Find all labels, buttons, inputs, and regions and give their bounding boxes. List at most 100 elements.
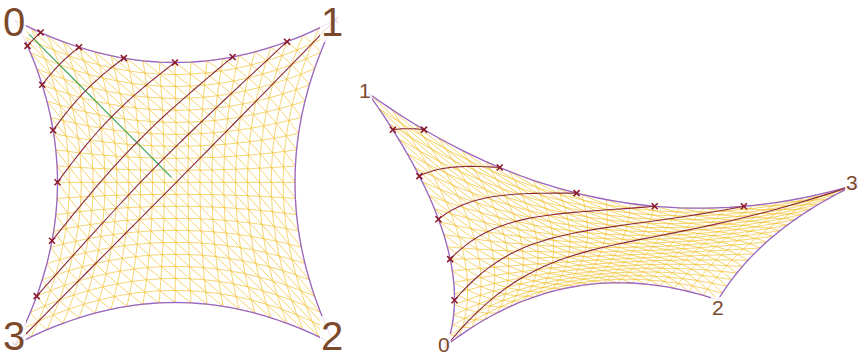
mesh-line: [391, 109, 722, 293]
support-mark: [50, 127, 56, 133]
support-mark: [38, 30, 44, 36]
mesh-line: [415, 124, 727, 286]
support-mark: [741, 203, 747, 209]
support-mark: [574, 190, 580, 196]
flat-mesh: [12, 17, 338, 348]
support-mark: [34, 293, 40, 299]
cutting-line: [53, 58, 124, 130]
geodesic-line: [29, 34, 171, 177]
support-mark: [172, 60, 178, 66]
mesh-line: [295, 20, 335, 345]
corner-number: 0: [437, 334, 451, 355]
support-mark: [25, 43, 31, 49]
mesh-line: [454, 315, 485, 320]
boundary-cable: [15, 20, 58, 345]
mesh-line: [454, 260, 748, 283]
support-mark: [390, 127, 396, 133]
support-mark: [452, 297, 458, 303]
support-mark: [741, 203, 747, 209]
boundary-cable: [15, 20, 335, 63]
mesh-line: [15, 20, 335, 63]
cutting-line: [447, 185, 855, 345]
mesh-line: [718, 185, 855, 300]
corner-number: 1: [358, 80, 372, 101]
cutting-line: [439, 193, 577, 219]
corner-number: 0: [2, 2, 26, 42]
support-mark: [49, 238, 55, 244]
support-mark: [452, 297, 458, 303]
support-mark: [76, 44, 82, 50]
corner-number: 2: [320, 316, 344, 356]
support-mark: [421, 127, 427, 133]
cutting-line: [15, 20, 335, 345]
cutting-line: [42, 47, 79, 85]
support-mark: [436, 216, 442, 222]
support-mark: [652, 203, 658, 209]
support-mark: [447, 256, 453, 262]
boundary-cable: [368, 93, 455, 345]
cutting-line: [393, 129, 424, 130]
support-mark: [416, 173, 422, 179]
cutting-line: [419, 166, 499, 176]
support-mark: [421, 127, 427, 133]
saddle-mesh: [368, 93, 858, 348]
mesh-line: [450, 259, 549, 292]
corner-number: 1: [320, 2, 344, 42]
support-mark: [38, 30, 44, 36]
support-mark: [574, 190, 580, 196]
mesh-line: [454, 282, 523, 301]
cutting-line: [450, 206, 655, 259]
support-mark: [284, 39, 290, 45]
cutting-line: [455, 206, 744, 300]
mesh-line: [415, 168, 811, 228]
boundary-cable: [718, 185, 855, 300]
mesh-line: [15, 303, 335, 346]
cutting-line: [37, 42, 287, 296]
support-mark: [121, 55, 127, 61]
corner-number: 2: [711, 297, 725, 318]
mesh-line: [439, 222, 590, 285]
mesh-line: [407, 153, 819, 223]
mesh-line: [689, 198, 805, 292]
mesh-line: [368, 93, 455, 345]
support-mark: [50, 127, 56, 133]
support-mark: [390, 127, 396, 133]
mesh-line: [15, 20, 335, 345]
mesh-line: [368, 93, 718, 300]
boundary-cable: [15, 303, 335, 346]
support-mark: [55, 179, 61, 185]
mesh-line: [454, 272, 732, 315]
support-mark: [230, 54, 236, 60]
boundary-cable: [368, 93, 855, 208]
mesh-line: [447, 283, 718, 345]
support-mark: [497, 165, 503, 171]
corner-number: 3: [2, 316, 26, 356]
support-mark: [447, 256, 453, 262]
mesh-line: [444, 235, 577, 287]
mesh-line: [655, 206, 788, 225]
mesh-line: [15, 20, 58, 345]
corner-number: 3: [845, 172, 859, 193]
support-mark: [76, 44, 82, 50]
support-mark: [230, 54, 236, 60]
mesh-line: [450, 279, 722, 335]
boundary-cable: [447, 283, 718, 345]
support-mark: [25, 43, 31, 49]
support-mark: [55, 179, 61, 185]
support-mark: [121, 55, 127, 61]
mesh-line: [606, 200, 774, 237]
mesh-line: [429, 195, 618, 282]
support-mark: [436, 216, 442, 222]
support-mark: [34, 293, 40, 299]
cutting-line: [52, 57, 233, 241]
support-mark: [39, 82, 45, 88]
support-mark: [39, 82, 45, 88]
support-mark: [652, 203, 658, 209]
support-mark: [49, 238, 55, 244]
support-mark: [497, 165, 503, 171]
support-mark: [416, 173, 422, 179]
support-mark: [284, 39, 290, 45]
boundary-cable: [295, 20, 335, 345]
support-mark: [172, 60, 178, 66]
